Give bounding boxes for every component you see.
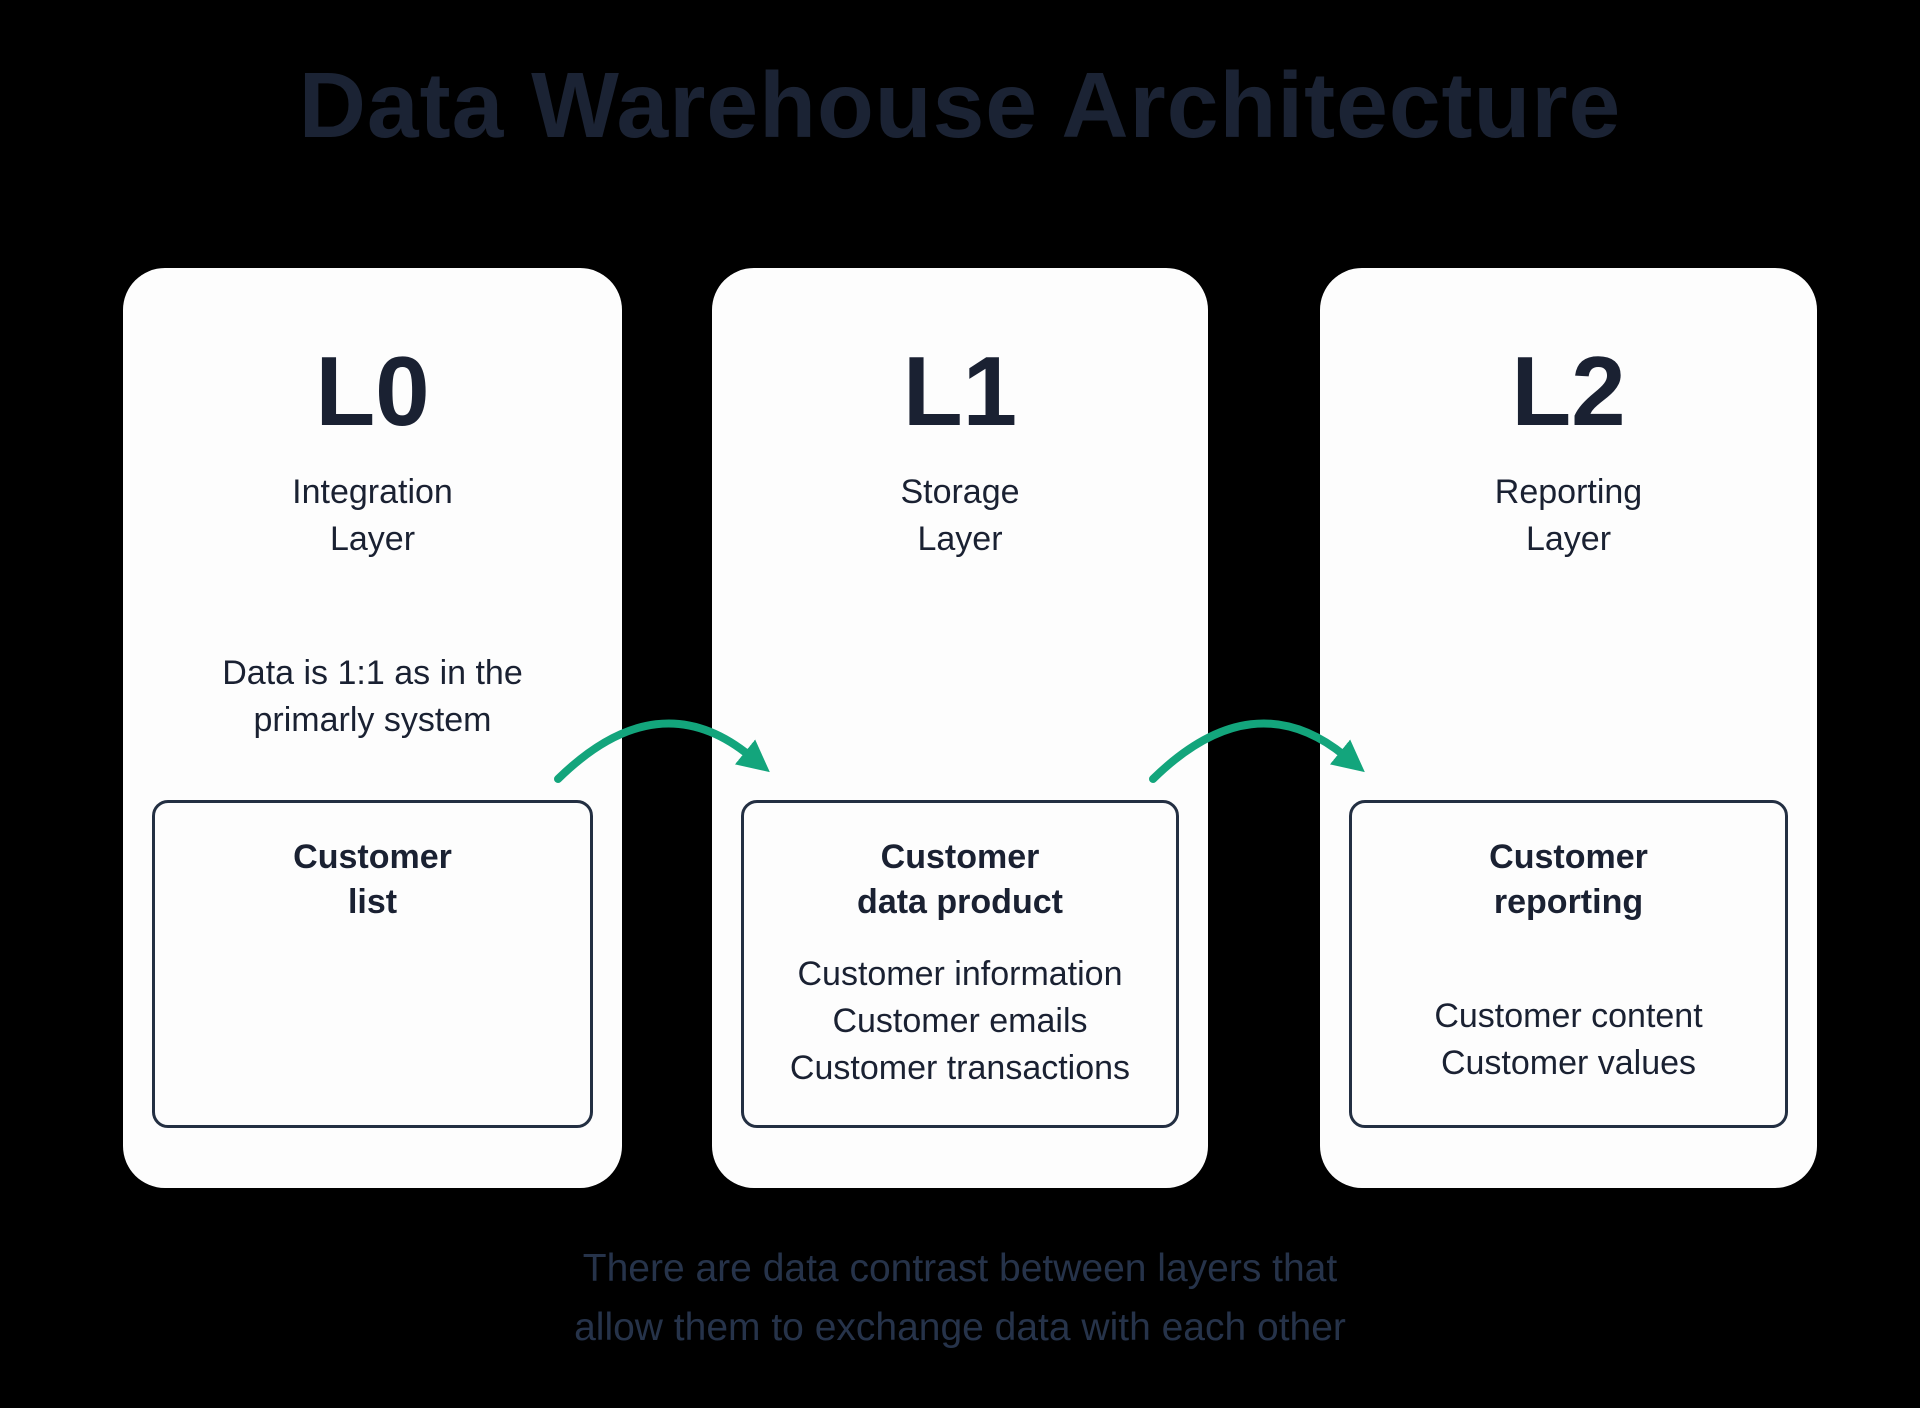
entity-box-title: Customer list [293, 838, 452, 921]
level-label-l0: L0 [315, 336, 430, 446]
entity-item: Customer content [1434, 996, 1703, 1035]
entity-box-items: Customer content Customer values [1352, 993, 1785, 1087]
layer-name-l0: Integration Layer [292, 472, 453, 558]
level-label-l1: L1 [902, 336, 1018, 446]
layer-card-l0: L0 Integration Layer Data is 1:1 as in t… [123, 268, 622, 1188]
entity-box-customer-reporting: Customer reporting Customer content Cust… [1349, 800, 1788, 1128]
entity-item: Customer information [797, 954, 1123, 993]
layer-name-l1: Storage Layer [900, 472, 1020, 558]
entity-box-items: Customer information Customer emails Cus… [744, 951, 1176, 1092]
entity-box-title: Customer reporting [1489, 838, 1648, 921]
diagram-caption: There are data contrast between layers t… [574, 1247, 1346, 1349]
entity-box-customer-data-product: Customer data product Customer informati… [741, 800, 1179, 1128]
entity-box-title: Customer data product [857, 838, 1063, 921]
layer-name-l2: Reporting Layer [1494, 472, 1643, 558]
entity-box-customer-list: Customer list [152, 800, 593, 1128]
layer-card-l1: L1 Storage Layer Customer data product C… [712, 268, 1208, 1188]
entity-item: Customer emails [832, 1001, 1088, 1040]
entity-item: Customer transactions [789, 1048, 1131, 1087]
layer-card-l2: L2 Reporting Layer Customer reporting Cu… [1320, 268, 1817, 1188]
level-label-l2: L2 [1511, 336, 1626, 446]
layer-description-l0: Data is 1:1 as in the primarly system [222, 654, 523, 739]
page-title: Data Warehouse Architecture [298, 53, 1622, 157]
entity-item: Customer values [1440, 1043, 1697, 1082]
